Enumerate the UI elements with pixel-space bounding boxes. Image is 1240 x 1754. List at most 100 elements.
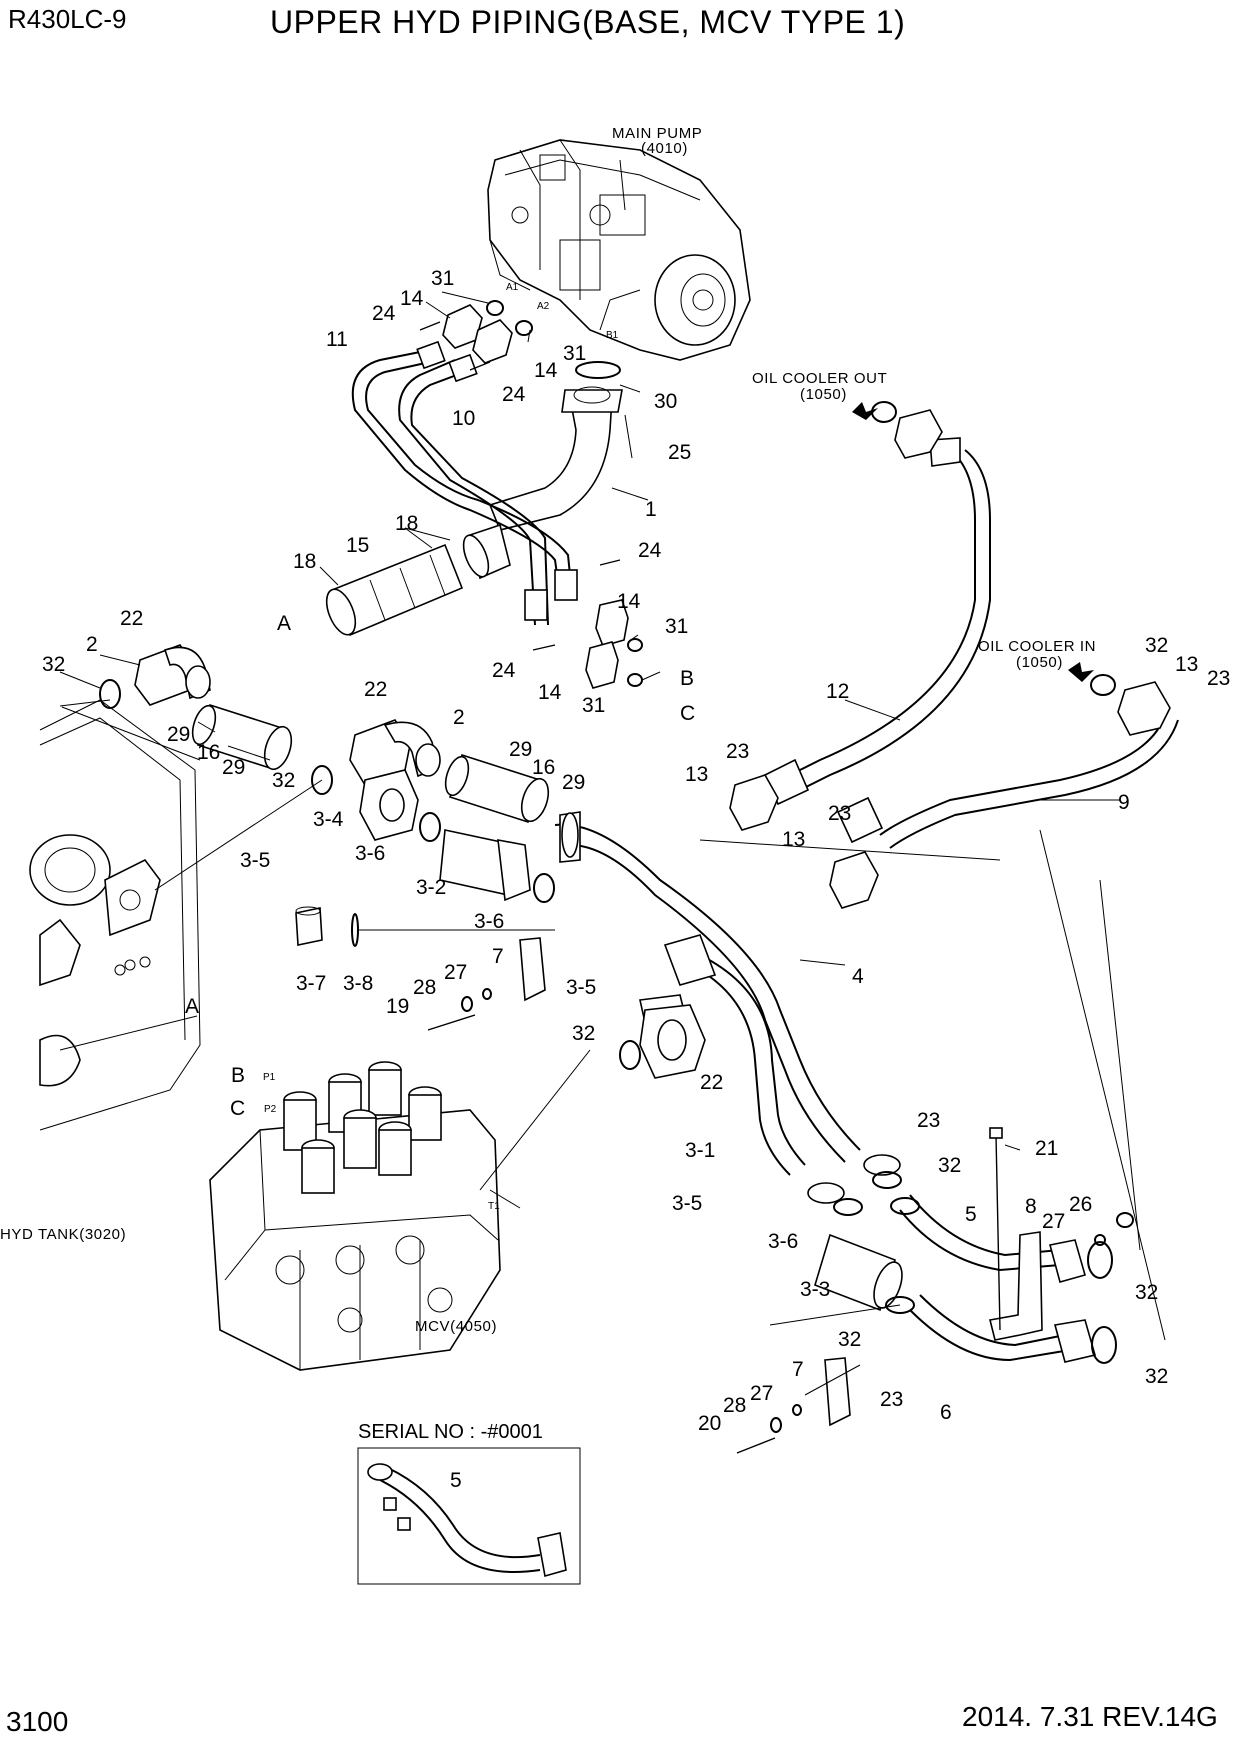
model-number: R430LC-9	[8, 4, 127, 34]
mcv-flange	[619, 1004, 706, 1079]
callout-23: 23	[880, 1388, 903, 1411]
hose-9-oil-cooler-in	[836, 674, 1179, 849]
callout-22: 22	[364, 678, 387, 701]
callout-29: 29	[509, 738, 532, 761]
page-number: 3100	[6, 1706, 69, 1737]
callout-23: 23	[917, 1109, 940, 1132]
callout-1: 1	[645, 498, 657, 521]
callout-23: 23	[828, 802, 851, 825]
oil-cooler-in-arrow	[1068, 662, 1094, 682]
callout-3-5: 3-5	[240, 849, 270, 872]
callout-8: 8	[1025, 1195, 1037, 1218]
port-a1: A1	[506, 282, 519, 293]
flange-2-middle	[311, 719, 441, 795]
callout-30: 30	[654, 390, 677, 413]
callout-27: 27	[444, 961, 467, 984]
callout-13: 13	[1175, 653, 1198, 676]
callout-3-6: 3-6	[474, 910, 504, 933]
callout-21: 21	[1035, 1137, 1058, 1160]
callout-2: 2	[453, 706, 465, 729]
pipe-6	[909, 1294, 1117, 1364]
callout-22: 22	[700, 1071, 723, 1094]
callout-32: 32	[572, 1022, 595, 1045]
oil-cooler-in-code: (1050)	[1016, 654, 1063, 671]
callout-32: 32	[1135, 1281, 1158, 1304]
split-flanges-14	[442, 304, 629, 689]
callout-24: 24	[502, 383, 526, 406]
callout-25: 25	[668, 441, 691, 464]
leader-lines	[59, 291, 1166, 1396]
suction-pipe-1	[488, 361, 633, 531]
suction-hose-15	[325, 523, 511, 637]
callout-9: 9	[1118, 791, 1130, 814]
callout-5: 5	[965, 1203, 977, 1226]
oil-cooler-in-label: OIL COOLER IN	[978, 638, 1096, 655]
callout-11: 11	[326, 328, 348, 351]
callout-14: 14	[538, 681, 562, 704]
serial-note: SERIAL NO : -#0001	[358, 1421, 543, 1443]
callout-14: 14	[400, 287, 424, 310]
cap-3-7	[295, 906, 555, 947]
callout-31: 31	[563, 342, 586, 365]
callout-28: 28	[413, 976, 436, 999]
callout-5-serial: 5	[450, 1469, 462, 1492]
callout-28: 28	[723, 1394, 746, 1417]
callout-31: 31	[665, 615, 688, 638]
callout-27: 27	[750, 1382, 773, 1405]
callout-24: 24	[492, 659, 516, 682]
pipe-3-3	[807, 1154, 920, 1314]
flange-2-left	[99, 644, 211, 709]
port-b1: B1	[606, 330, 619, 341]
callout-B: B	[680, 667, 694, 690]
revision-date: 2014. 7.31 REV.14G	[962, 1701, 1218, 1732]
callout-7: 7	[792, 1358, 804, 1381]
callout-27: 27	[1042, 1210, 1065, 1233]
callout-29: 29	[222, 756, 245, 779]
callout-20: 20	[698, 1412, 721, 1435]
callout-32: 32	[838, 1328, 861, 1351]
callout-24: 24	[638, 539, 662, 562]
pipe-5	[899, 1194, 1113, 1283]
callout-13: 13	[782, 828, 805, 851]
callout-C: C	[230, 1097, 245, 1120]
main-pump-drawing	[487, 139, 751, 361]
serial-box	[357, 1447, 581, 1585]
callout-3-6: 3-6	[355, 842, 385, 865]
callout-32: 32	[42, 653, 65, 676]
callout-3-5: 3-5	[566, 976, 596, 999]
callout-2: 2	[86, 633, 98, 656]
hose-16-left	[191, 703, 293, 771]
part-callouts: 31 14 24 11 31 14 24 30 10 25 1 18 15 24…	[42, 267, 1230, 1492]
callout-19: 19	[386, 995, 409, 1018]
port-p1: P1	[263, 1072, 276, 1083]
callout-24: 24	[372, 302, 396, 325]
hose-16-middle	[444, 753, 550, 824]
mcv-label: MCV(4050)	[415, 1318, 497, 1335]
callout-10: 10	[452, 407, 475, 430]
port-p2: P2	[264, 1104, 277, 1115]
callout-3-3: 3-3	[800, 1278, 830, 1301]
callout-14: 14	[617, 590, 641, 613]
callout-32: 32	[1145, 634, 1168, 657]
main-pump-code: (4010)	[641, 140, 688, 157]
callout-32: 32	[272, 769, 295, 792]
mcv-drawing	[209, 1061, 501, 1371]
main-pump-label: MAIN PUMP	[612, 125, 702, 142]
hose-12-oil-cooler-out	[763, 401, 991, 806]
callout-12: 12	[826, 680, 849, 703]
callout-31: 31	[582, 694, 605, 717]
callout-13: 13	[685, 763, 708, 786]
callout-23: 23	[726, 740, 749, 763]
hyd-tank-label: HYD TANK(3020)	[0, 1226, 126, 1243]
pressure-hoses-10-11	[351, 340, 578, 626]
oil-cooler-out-arrow	[852, 402, 878, 420]
brackets-7	[519, 937, 851, 1427]
pipe-4	[554, 811, 861, 1163]
callout-A: A	[277, 612, 291, 635]
callout-31: 31	[431, 267, 454, 290]
callout-16: 16	[197, 741, 220, 764]
callout-C: C	[680, 702, 695, 725]
callout-29: 29	[562, 771, 585, 794]
port-a2: A2	[537, 301, 550, 312]
